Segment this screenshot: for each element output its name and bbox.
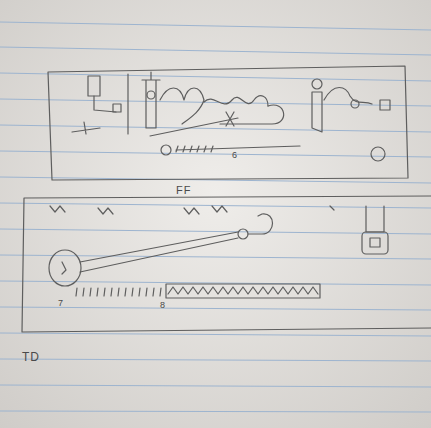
sketch-label: TD bbox=[22, 350, 40, 364]
sketch-frame bbox=[22, 196, 431, 332]
sketch-wave-marks bbox=[50, 206, 334, 214]
sketch-circle bbox=[49, 250, 81, 286]
sketch-label: 6 bbox=[232, 150, 238, 160]
sketch-hook bbox=[248, 214, 273, 234]
ruled-lines bbox=[0, 22, 431, 412]
sketch-wire bbox=[176, 146, 300, 150]
sketch-part bbox=[362, 232, 388, 254]
sketch-circle bbox=[238, 229, 248, 239]
sketch-wire bbox=[80, 232, 238, 272]
sketch-ticks bbox=[76, 288, 161, 296]
sketch-part bbox=[88, 76, 100, 96]
sketch-heart bbox=[160, 88, 204, 124]
sketch-mark bbox=[62, 262, 66, 274]
sketch-label: 7 bbox=[58, 298, 64, 308]
sketch-circle bbox=[351, 100, 359, 108]
sketch-part bbox=[72, 122, 100, 134]
sketch-part bbox=[113, 104, 121, 112]
sketch-part bbox=[366, 206, 384, 232]
sketch-bulb bbox=[312, 79, 322, 89]
sketch-frame bbox=[48, 66, 408, 180]
sketch-wire bbox=[220, 105, 284, 124]
sketch-part bbox=[380, 100, 390, 110]
sketch-wire bbox=[150, 118, 238, 136]
sketch-wire bbox=[324, 88, 372, 105]
sketch-zigzag bbox=[168, 287, 318, 294]
pencil-sketch bbox=[22, 66, 431, 332]
sketch-circle bbox=[161, 145, 171, 155]
sketch-tube bbox=[142, 72, 160, 128]
sketch-hatched-bar bbox=[166, 284, 320, 298]
sketch-tube bbox=[312, 92, 322, 132]
sketch-coil bbox=[204, 96, 268, 106]
sketch-wire bbox=[127, 74, 128, 134]
sketch-label: FF bbox=[176, 184, 191, 196]
sketch-hatch bbox=[176, 146, 213, 152]
sketch-bulb bbox=[147, 91, 155, 99]
sketch-part bbox=[370, 238, 380, 247]
sketch-circle bbox=[371, 147, 385, 161]
sketch-label: 8 bbox=[160, 300, 166, 310]
